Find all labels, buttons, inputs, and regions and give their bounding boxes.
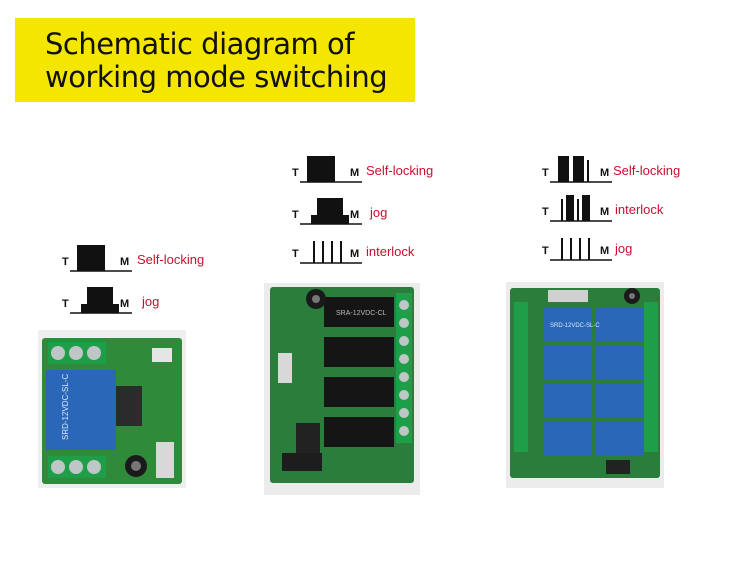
terminal-m: M bbox=[600, 167, 610, 179]
terminal-t: T bbox=[292, 248, 299, 260]
terminal-m: M bbox=[350, 167, 360, 179]
dip-switch-self-locking-icon bbox=[70, 245, 132, 272]
four-channel-relay-board-image: SRA-12VDC-CL bbox=[264, 283, 420, 495]
relay-label: SRD-12VDC-SL-C bbox=[61, 374, 70, 440]
mode-label: interlock bbox=[366, 244, 415, 259]
switch-jog-2: T M jog bbox=[290, 196, 470, 226]
terminal-t: T bbox=[542, 245, 549, 257]
mode-label: interlock bbox=[615, 202, 664, 217]
switch-jog-1: T M jog bbox=[60, 285, 240, 315]
terminal-m: M bbox=[600, 206, 610, 218]
title-line-2: working mode switching bbox=[45, 60, 388, 94]
title-banner: Schematic diagram of working mode switch… bbox=[15, 18, 415, 102]
relay-label: SRD-12VDC-SL-C bbox=[550, 323, 600, 329]
dip-switch-jog-icon bbox=[70, 287, 132, 314]
terminal-t: T bbox=[62, 298, 69, 310]
terminal-t: T bbox=[542, 206, 549, 218]
mode-label: Self-locking bbox=[613, 163, 681, 178]
mode-label: jog bbox=[370, 205, 388, 220]
terminal-m: M bbox=[120, 298, 130, 310]
terminal-t: T bbox=[292, 209, 299, 221]
eight-channel-relay-board-image: SRD-12VDC-SL-C bbox=[506, 282, 664, 488]
page-title: Schematic diagram of working mode switch… bbox=[45, 28, 415, 94]
relay-label: SRA-12VDC-CL bbox=[336, 310, 387, 317]
one-channel-relay-board-image: SRD-12VDC-SL-C bbox=[38, 330, 186, 488]
dip-switch-self-locking-icon bbox=[550, 156, 612, 183]
terminal-t: T bbox=[292, 167, 299, 179]
terminal-t: T bbox=[542, 167, 549, 179]
terminal-m: M bbox=[120, 256, 130, 268]
terminal-m: M bbox=[350, 209, 360, 221]
mode-label: Self-locking bbox=[366, 163, 434, 178]
switch-jog-3: T M jog bbox=[540, 232, 720, 262]
dip-switch-jog-icon bbox=[550, 238, 612, 261]
mode-label: Self-locking bbox=[137, 252, 205, 267]
terminal-m: M bbox=[600, 245, 610, 257]
switch-interlock-2: T M interlock bbox=[290, 235, 470, 265]
dip-switch-interlock-icon bbox=[300, 241, 362, 264]
switch-self-locking-2: T M Self-locking bbox=[290, 154, 470, 184]
dip-switch-jog-icon bbox=[300, 198, 362, 225]
switch-self-locking-1: T M Self-locking bbox=[60, 243, 240, 273]
mode-label: jog bbox=[615, 241, 633, 256]
terminal-m: M bbox=[350, 248, 360, 260]
dip-switch-interlock-icon bbox=[550, 195, 612, 222]
dip-switch-self-locking-icon bbox=[300, 156, 362, 183]
terminal-t: T bbox=[62, 256, 69, 268]
mode-label: jog bbox=[142, 294, 160, 309]
switch-self-locking-3: T M Self-locking bbox=[540, 154, 720, 184]
title-line-1: Schematic diagram of bbox=[45, 27, 354, 61]
switch-interlock-3: T M interlock bbox=[540, 193, 720, 223]
